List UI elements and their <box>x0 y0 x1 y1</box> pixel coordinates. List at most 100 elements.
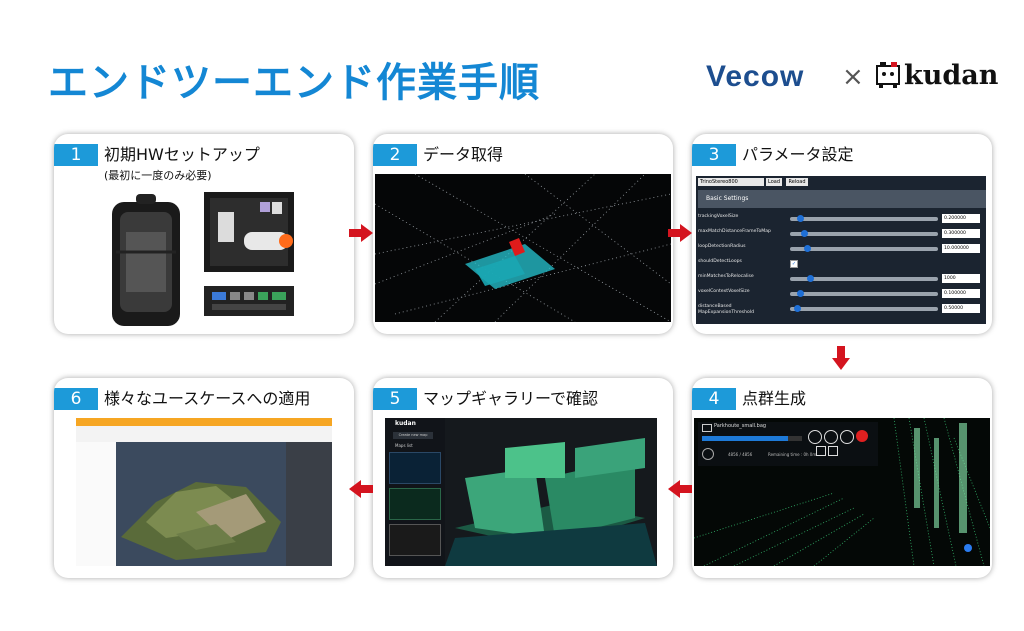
parameter-value-input[interactable]: 0.100000 <box>942 289 980 298</box>
reload-button[interactable]: Reload <box>786 178 808 186</box>
map-thumbnail[interactable] <box>389 488 441 520</box>
preset-dropdown[interactable]: TrinoStereo800 <box>698 178 764 186</box>
step-number: 3 <box>692 144 736 166</box>
app-titlebar <box>76 418 332 426</box>
step-number: 6 <box>54 388 98 410</box>
parameter-value-input[interactable]: 1000 <box>942 274 980 283</box>
parameter-value-input[interactable]: 0.300000 <box>942 229 980 238</box>
slider-knob[interactable] <box>801 230 809 237</box>
parameter-value-input[interactable]: 0.50000 <box>942 304 980 313</box>
app-tree-panel <box>76 442 117 566</box>
parameter-row: trackingVoxelSize 0.200000 <box>698 214 982 226</box>
parameter-label: shouldDetectLoops <box>698 259 742 264</box>
frame-counter: 4856 / 4856 <box>728 452 753 457</box>
sensor-case-image <box>204 192 294 272</box>
parameter-label: minMatchesToRelocalise <box>698 274 754 279</box>
parameter-row: maxMatchDistanceFrameToMap 0.300000 <box>698 229 982 241</box>
backpack-image <box>112 194 180 326</box>
step-number: 2 <box>373 144 417 166</box>
step-number: 4 <box>692 388 736 410</box>
checkbox-icon[interactable] <box>828 446 838 456</box>
link-icon[interactable] <box>702 448 714 460</box>
data-capture-screenshot <box>375 174 671 322</box>
step-card-3: 3 パラメータ設定 TrinoStereo800 Load Reload Bas… <box>692 134 992 334</box>
step-title: マップギャラリーで確認 <box>423 389 599 408</box>
parameter-label: trackingVoxelSize <box>698 214 739 219</box>
arrow-right-icon <box>349 224 373 242</box>
step-card-5: 5 マップギャラリーで確認 kudan Create new map Maps … <box>373 378 673 578</box>
step-card-6: 6 様々なユースケースへの適用 <box>54 378 354 578</box>
parameter-row: loopDetectionRadius 10.000000 <box>698 244 982 256</box>
slider-knob[interactable] <box>804 245 811 252</box>
step-subtitle: (最初に一度のみ必要) <box>104 169 212 182</box>
gallery-logo: kudan <box>395 420 416 427</box>
slider-knob[interactable] <box>797 215 804 222</box>
vecow-logo: Vecow <box>706 60 805 93</box>
map-3d-view <box>445 418 657 566</box>
partner-logos: Vecow × kudan <box>706 58 1006 98</box>
map-gallery-screenshot: kudan Create new map Maps list <box>385 418 657 566</box>
step-card-4: 4 点群生成 Parkhoute_small.bag <box>692 378 992 578</box>
restart-icon[interactable] <box>808 430 822 444</box>
arrow-right-icon <box>668 224 692 242</box>
play-icon[interactable] <box>824 430 838 444</box>
create-map-button[interactable]: Create new map <box>393 432 433 439</box>
record-icon[interactable] <box>856 430 868 442</box>
gallery-sidebar: kudan Create new map Maps list <box>385 418 445 566</box>
parameter-slider[interactable] <box>790 290 938 297</box>
parameter-label: maxMatchDistanceFrameToMap <box>698 229 771 234</box>
checkbox-icon[interactable] <box>816 446 826 456</box>
parameter-label: voxelContextVoxelSize <box>698 289 750 294</box>
parameter-label: loopDetectionRadius <box>698 244 746 249</box>
parameter-row: shouldDetectLoops ✓ <box>698 259 982 271</box>
playback-panel: Parkhoute_small.bag 4856 / 4856 Remainin… <box>698 422 878 466</box>
folder-icon[interactable] <box>702 424 712 432</box>
parameter-slider[interactable] <box>790 230 938 237</box>
step-title: パラメータ設定 <box>742 145 854 164</box>
terrain-point-cloud <box>116 442 286 566</box>
arrow-left-icon <box>349 480 373 498</box>
parameter-row: voxelContextVoxelSize 0.100000 <box>698 289 982 301</box>
load-button[interactable]: Load <box>766 178 782 186</box>
kudan-mascot-icon <box>876 62 900 88</box>
step-card-2: 2 データ取得 <box>373 134 673 334</box>
parameter-slider[interactable] <box>790 275 938 282</box>
step-title: 点群生成 <box>742 389 807 408</box>
remaining-time: Remaining time : 0h 0m <box>768 452 817 457</box>
slider-knob[interactable] <box>797 290 804 297</box>
arrow-down-icon <box>832 346 850 370</box>
parameter-slider[interactable] <box>790 305 938 312</box>
point-cloud-generation-screenshot: Parkhoute_small.bag 4856 / 4856 Remainin… <box>694 418 990 566</box>
use-case-screenshot <box>76 418 332 566</box>
app-properties-panel <box>286 442 332 566</box>
arrow-left-icon <box>668 480 692 498</box>
parameter-value-input[interactable]: 10.000000 <box>942 244 980 253</box>
edge-computer-image <box>204 286 294 316</box>
checkbox-icon[interactable]: ✓ <box>790 260 798 268</box>
parameter-row: minMatchesToRelocalise 1000 <box>698 274 982 286</box>
parameter-value-input[interactable]: 0.200000 <box>942 214 980 223</box>
step-title: データ取得 <box>423 145 504 164</box>
slider-knob[interactable] <box>794 305 802 312</box>
file-name: Parkhoute_small.bag <box>714 423 767 429</box>
point-cloud-view <box>694 418 990 566</box>
page-title: エンドツーエンド作業手順 <box>48 60 540 106</box>
progress-fill <box>702 436 788 441</box>
step-number: 5 <box>373 388 417 410</box>
step-card-1: 1 初期HWセットアップ (最初に一度のみ必要) <box>54 134 354 334</box>
progress-track <box>702 436 802 441</box>
map-thumbnail[interactable] <box>389 452 441 484</box>
pause-icon[interactable] <box>840 430 854 444</box>
app-toolbar <box>76 426 332 443</box>
parameter-settings-screenshot: TrinoStereo800 Load Reload Basic Setting… <box>696 176 986 324</box>
step-title: 初期HWセットアップ <box>104 145 260 164</box>
slider-knob[interactable] <box>806 275 814 282</box>
logo-separator: × <box>842 62 864 92</box>
parameter-slider[interactable] <box>790 245 938 252</box>
maps-list-heading: Maps list <box>395 443 413 448</box>
parameter-slider[interactable] <box>790 215 938 222</box>
section-header: Basic Settings <box>698 190 986 208</box>
map-thumbnail[interactable] <box>389 524 441 556</box>
step-title: 様々なユースケースへの適用 <box>104 389 311 408</box>
